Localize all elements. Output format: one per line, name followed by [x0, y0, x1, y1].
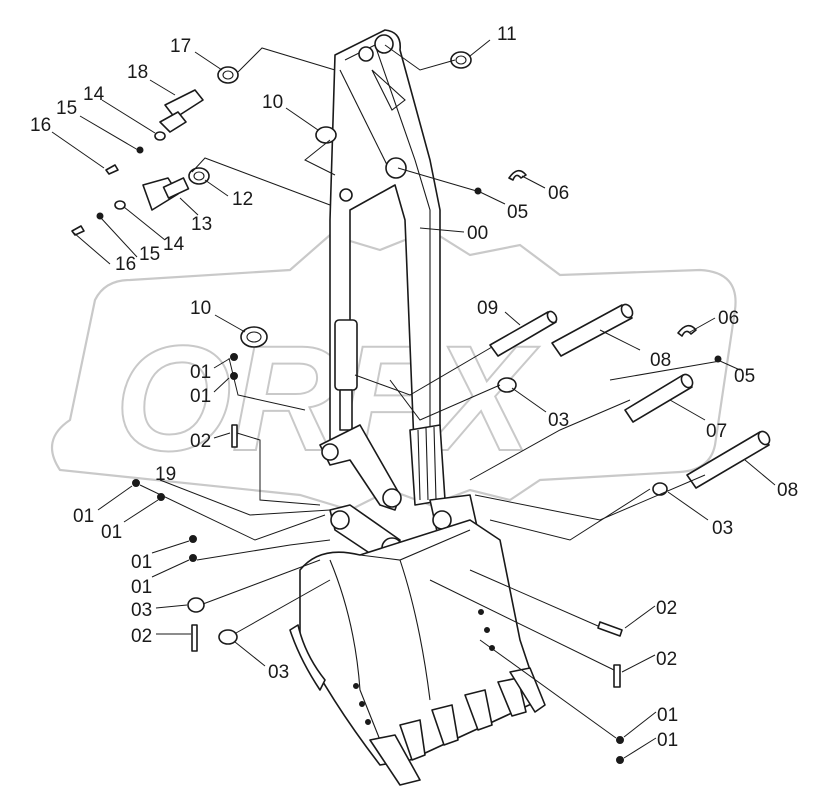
callout-11: 11 [497, 24, 517, 45]
callout-01: 01 [190, 362, 211, 383]
callout-05: 05 [734, 366, 755, 387]
bucket-tooth [464, 689, 493, 731]
callout-02: 02 [131, 626, 152, 647]
callout-01: 01 [101, 522, 122, 543]
bucket-part [289, 519, 546, 786]
callout-02: 02 [656, 649, 677, 670]
callout-03: 03 [268, 662, 289, 683]
grease-nipple-05-lower [714, 355, 722, 363]
callout-08: 08 [777, 480, 798, 501]
arm-body [329, 29, 441, 471]
nut-01-c [132, 479, 140, 487]
washer-14-upper [154, 131, 166, 141]
callout-03: 03 [131, 600, 152, 621]
callout-01: 01 [131, 577, 152, 598]
callout-10: 10 [190, 298, 211, 319]
nut-01-g [616, 736, 624, 744]
callout-16: 16 [30, 115, 51, 136]
callout-06: 06 [548, 183, 569, 204]
callout-10: 10 [262, 92, 283, 113]
callout-09: 09 [477, 298, 498, 319]
bucket-tooth [509, 667, 546, 713]
bolt-02-a [231, 424, 238, 448]
bucket-cylinder [334, 319, 358, 391]
callout-15: 15 [139, 244, 160, 265]
callout-17: 17 [170, 36, 191, 57]
callout-03: 03 [712, 518, 733, 539]
bolt-02-c [597, 621, 623, 637]
callout-01: 01 [190, 386, 211, 407]
nut-15-upper [136, 146, 144, 154]
pin-08-upper [551, 304, 633, 357]
callout-12: 12 [232, 189, 253, 210]
lock-clip-06-upper [508, 169, 527, 181]
lock-clip-06-lower [677, 324, 697, 337]
o-ring-03-d [218, 629, 238, 645]
callout-01: 01 [657, 730, 678, 751]
bucket-tooth [431, 704, 459, 746]
bucket-side-cutter [369, 734, 421, 786]
callout-07: 07 [706, 421, 727, 442]
bucket-tooth [399, 719, 426, 761]
callout-16: 16 [115, 254, 136, 275]
shim-ring-11 [450, 51, 472, 69]
callout-labels: 17 18 14 15 16 11 10 12 13 14 15 16 06 0… [30, 24, 798, 751]
nut-01-f [189, 554, 197, 562]
callout-19: 19 [155, 464, 176, 485]
arm-part [329, 29, 446, 506]
arm-mid-pin-hole [385, 157, 407, 179]
shim-ring-12 [188, 167, 210, 185]
callout-02: 02 [656, 598, 677, 619]
pin-07 [624, 374, 693, 423]
bolt-16-lower [71, 225, 85, 236]
callout-14: 14 [163, 234, 185, 255]
watermark-badge-outline [50, 228, 737, 512]
callout-01: 01 [657, 705, 678, 726]
arm-top-pin-hole [374, 34, 394, 54]
callout-14: 14 [83, 84, 105, 105]
nut-01-e [189, 535, 197, 543]
shim-ring-10-upper [315, 126, 337, 144]
o-ring-03-c [187, 597, 205, 613]
bolt-02-b [191, 624, 198, 652]
loose-parts [71, 51, 771, 764]
callout-06: 06 [718, 308, 739, 329]
callout-15: 15 [56, 98, 77, 119]
callout-02: 02 [190, 431, 211, 452]
o-ring-03-a [497, 377, 517, 393]
h-link [319, 424, 401, 511]
shim-ring-10-lower [240, 326, 268, 348]
nut-01-a [230, 353, 238, 361]
bolt-02-d [613, 664, 621, 688]
bolt-16-upper [105, 164, 119, 175]
shim-ring-17 [217, 66, 239, 84]
nut-15-lower [96, 212, 104, 220]
callout-00: 00 [467, 223, 488, 244]
leader-lines [51, 39, 776, 759]
callout-05: 05 [507, 202, 528, 223]
callout-18: 18 [127, 62, 148, 83]
callout-01: 01 [131, 552, 152, 573]
nut-01-h [616, 756, 624, 764]
o-ring-03-b [652, 482, 668, 496]
pin-18 [164, 89, 204, 119]
callout-03: 03 [548, 410, 569, 431]
callout-01: 01 [73, 506, 94, 527]
pin-08-lower [686, 431, 770, 489]
washer-14-lower [114, 200, 126, 210]
callout-08: 08 [650, 350, 671, 371]
callout-13: 13 [191, 214, 212, 235]
